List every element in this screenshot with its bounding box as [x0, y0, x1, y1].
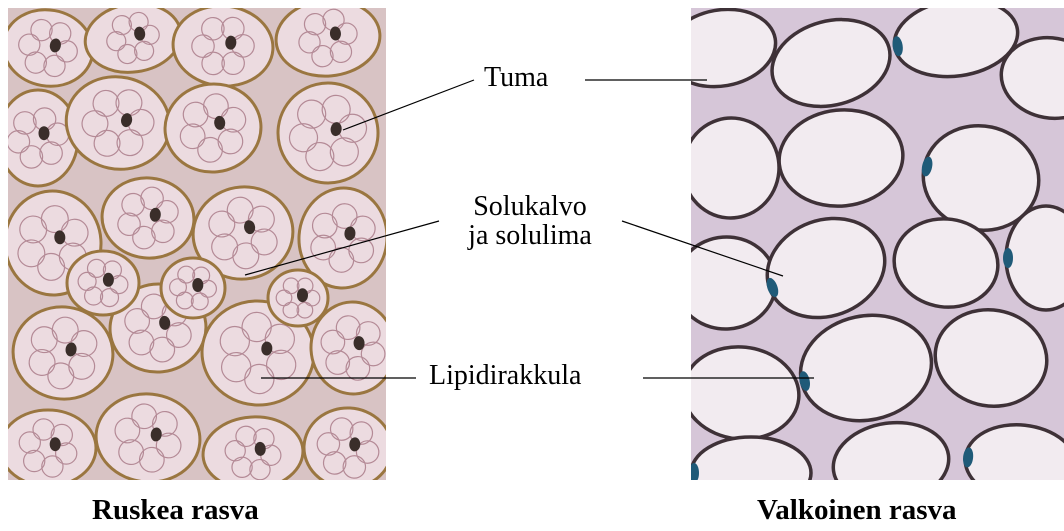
leader-nucleus-left	[343, 80, 474, 130]
leader-membrane-right	[622, 221, 783, 276]
label-membrane: Solukalvo ja solulima	[430, 192, 630, 251]
label-membrane-line1: Solukalvo	[430, 192, 630, 221]
caption-white-fat: Valkoinen rasva	[757, 494, 957, 527]
caption-brown-fat: Ruskea rasva	[92, 494, 259, 527]
label-lipid-droplet: Lipidirakkula	[429, 361, 581, 390]
label-nucleus: Tuma	[484, 63, 548, 92]
leader-membrane-left	[245, 221, 439, 275]
label-membrane-line2: ja solulima	[430, 221, 630, 250]
